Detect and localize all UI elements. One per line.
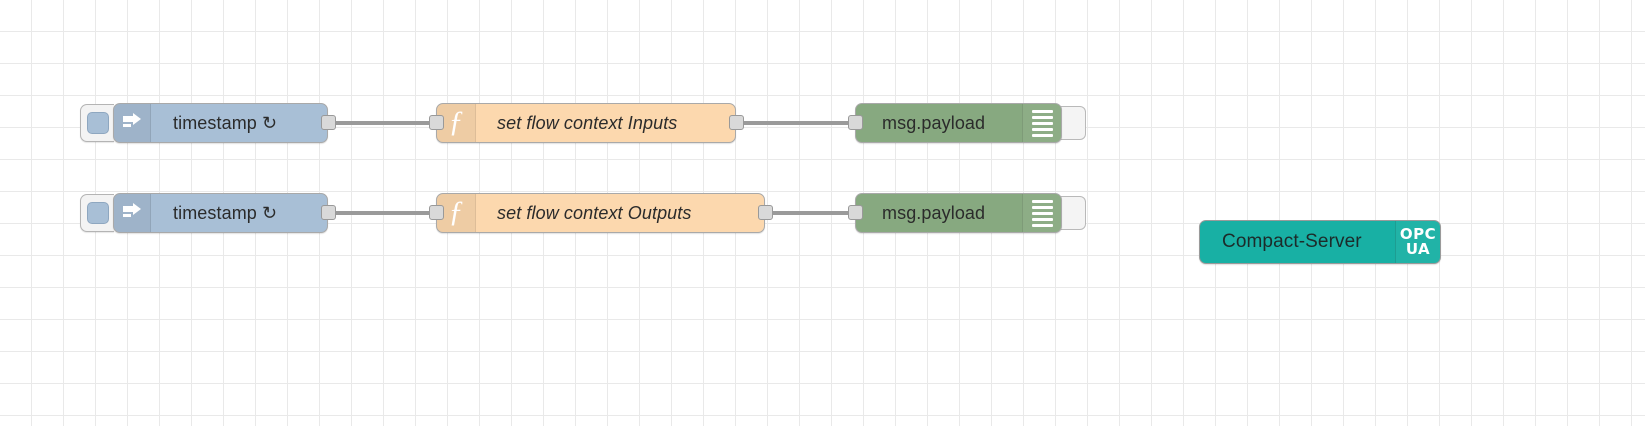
debug-input-port-inputs[interactable] xyxy=(848,115,863,130)
inject-trigger-button-inputs[interactable] xyxy=(80,104,114,142)
debug-toggle-button-outputs[interactable] xyxy=(1060,196,1086,230)
inject-trigger-button-outputs[interactable] xyxy=(80,194,114,232)
function-node-label-outputs: set flow context Outputs xyxy=(497,202,692,223)
inject-node-outputs[interactable]: timestamp ↻ xyxy=(113,193,328,233)
wire-function-to-debug-inputs[interactable] xyxy=(742,121,855,125)
inject-node-inputs[interactable]: timestamp ↻ xyxy=(113,103,328,143)
debug-node-inputs[interactable]: msg.payload xyxy=(855,103,1062,143)
opcua-server-node[interactable]: Compact-Server OPC UA xyxy=(1199,220,1441,264)
wire-function-to-debug-outputs[interactable] xyxy=(771,211,855,215)
debug-list-icon xyxy=(1022,104,1061,142)
opc-ua-icon-line2: UA xyxy=(1405,240,1431,258)
function-node-outputs[interactable]: ƒ set flow context Outputs xyxy=(436,193,765,233)
function-output-port-inputs[interactable] xyxy=(729,115,744,130)
inject-node-label-outputs: timestamp ↻ xyxy=(173,202,278,223)
function-node-label-inputs: set flow context Inputs xyxy=(497,112,678,133)
function-input-port-outputs[interactable] xyxy=(429,205,444,220)
debug-node-label-inputs: msg.payload xyxy=(882,112,986,133)
inject-arrow-icon xyxy=(114,194,151,232)
opc-ua-icon: OPC UA xyxy=(1395,221,1440,263)
wire-inject-to-function-inputs[interactable] xyxy=(334,121,436,125)
inject-output-port-inputs[interactable] xyxy=(321,115,336,130)
debug-node-outputs[interactable]: msg.payload xyxy=(855,193,1062,233)
debug-node-label-outputs: msg.payload xyxy=(882,202,986,223)
debug-input-port-outputs[interactable] xyxy=(848,205,863,220)
inject-output-port-outputs[interactable] xyxy=(321,205,336,220)
debug-toggle-button-inputs[interactable] xyxy=(1060,106,1086,140)
opcua-server-label: Compact-Server xyxy=(1222,231,1362,252)
debug-list-icon xyxy=(1022,194,1061,232)
function-node-inputs[interactable]: ƒ set flow context Inputs xyxy=(436,103,736,143)
function-input-port-inputs[interactable] xyxy=(429,115,444,130)
inject-node-label-inputs: timestamp ↻ xyxy=(173,112,278,133)
inject-trigger-inner-icon xyxy=(86,202,109,224)
function-output-port-outputs[interactable] xyxy=(758,205,773,220)
wire-inject-to-function-outputs[interactable] xyxy=(334,211,436,215)
inject-arrow-icon xyxy=(114,104,151,142)
inject-trigger-inner-icon xyxy=(86,112,109,134)
opc-ua-icon-line1: OPC xyxy=(1399,224,1437,243)
